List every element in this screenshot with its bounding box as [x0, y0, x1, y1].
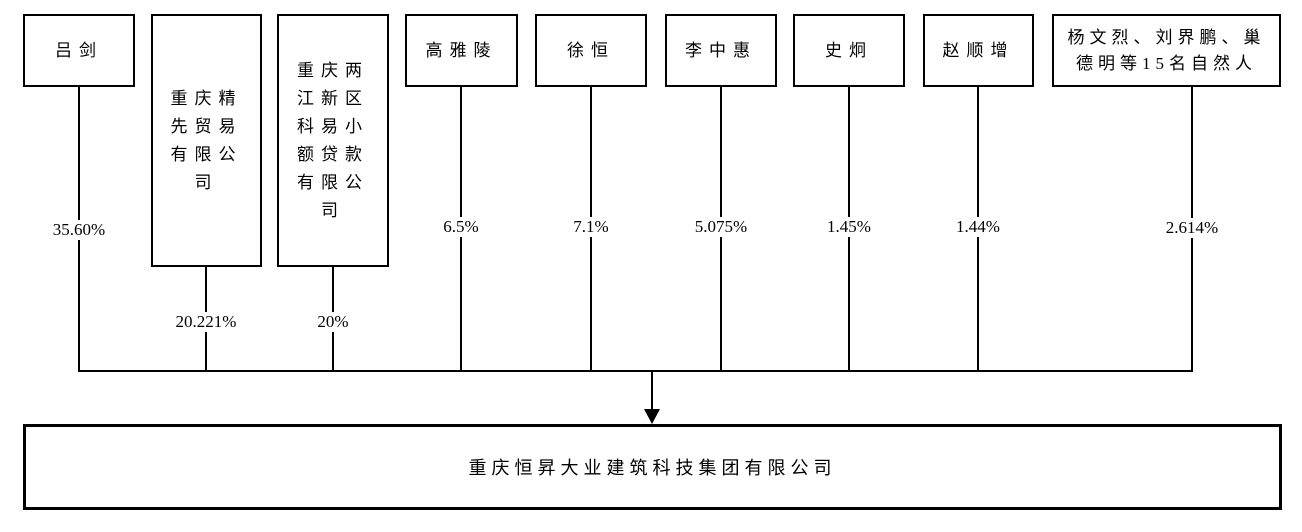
ownership-pct-4: 6.5% — [439, 217, 483, 237]
shareholder-box-2: 重庆精先贸易有限公司 — [151, 14, 262, 267]
bus-line — [78, 370, 1193, 372]
ownership-pct-6: 5.075% — [690, 217, 752, 237]
ownership-pct-5: 7.1% — [569, 217, 613, 237]
shareholder-box-3: 重庆两江新区科易小额贷款有限公司 — [277, 14, 389, 267]
shareholder-box-6: 李中惠 — [665, 14, 777, 87]
company-box: 重庆恒昇大业建筑科技集团有限公司 — [23, 424, 1282, 510]
ownership-pct-2: 20.221% — [171, 312, 241, 332]
shareholder-box-9: 杨文烈、刘界鹏、巢德明等15名自然人 — [1052, 14, 1281, 87]
shareholder-box-1: 吕剑 — [23, 14, 135, 87]
arrow-stem-line — [651, 370, 653, 412]
shareholder-box-4: 高雅陵 — [405, 14, 518, 87]
shareholder-box-5: 徐恒 — [535, 14, 647, 87]
ownership-pct-1: 35.60% — [48, 220, 110, 240]
down-arrow-icon — [644, 409, 660, 424]
shareholder-box-7: 史炯 — [793, 14, 905, 87]
ownership-pct-3: 20% — [313, 312, 353, 332]
ownership-pct-7: 1.45% — [823, 217, 875, 237]
ownership-pct-9: 2.614% — [1161, 218, 1223, 238]
ownership-pct-8: 1.44% — [952, 217, 1004, 237]
shareholder-box-8: 赵顺增 — [923, 14, 1034, 87]
